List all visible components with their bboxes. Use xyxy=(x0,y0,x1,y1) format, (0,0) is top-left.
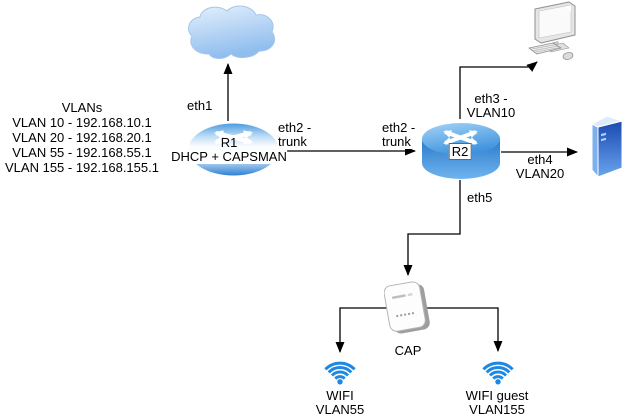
vlan-legend-title: VLANs xyxy=(61,100,103,115)
server-icon xyxy=(591,115,623,178)
edge-cap-wifi-guest xyxy=(422,307,503,352)
cap-label: CAP xyxy=(394,343,422,358)
wifi-icon xyxy=(324,361,356,385)
eth4-vlan20-label: eth4 VLAN20 xyxy=(515,152,565,181)
access-point-cap xyxy=(383,280,432,342)
vlan-legend-item: VLAN 155 - 192.168.155.1 xyxy=(5,160,159,175)
vlan-legend: VLANs VLAN 10 - 192.168.10.1 VLAN 20 - 1… xyxy=(0,100,164,175)
eth2-trunk-label-r2: eth2 - trunk xyxy=(382,120,416,149)
server xyxy=(588,113,626,181)
desktop-computer-icon xyxy=(528,1,576,60)
cloud-icon xyxy=(188,5,276,59)
access-point-icon xyxy=(383,281,430,334)
edge-eth5 xyxy=(403,180,461,276)
wifi-guest xyxy=(480,358,516,385)
vlan-legend-item: VLAN 55 - 192.168.55.1 xyxy=(12,145,152,160)
desktop-computer xyxy=(527,1,581,61)
eth2-trunk-label-r1: eth2 - trunk xyxy=(278,120,312,149)
wifi-guest-label: WIFI guest VLAN155 xyxy=(465,388,529,417)
router-r1-label: R1 xyxy=(220,135,238,150)
internet-cloud xyxy=(182,2,278,60)
wifi-main xyxy=(322,358,358,385)
vlan-legend-item: VLAN 20 - 192.168.20.1 xyxy=(12,130,152,145)
wifi-icon xyxy=(482,361,514,385)
router-r2-label: R2 xyxy=(448,143,472,160)
eth5-label: eth5 xyxy=(467,190,493,205)
router-r1-sublabel: DHCP + CAPSMAN xyxy=(171,149,287,164)
vlan-legend-item: VLAN 10 - 192.168.10.1 xyxy=(12,115,152,130)
eth1-label: eth1 xyxy=(187,98,213,113)
wifi-main-label: WIFI VLAN55 xyxy=(315,388,365,417)
edge-cap-wifi-main xyxy=(335,307,398,353)
edge-eth3 xyxy=(459,61,538,119)
eth3-vlan10-label: eth3 - VLAN10 xyxy=(466,91,516,120)
